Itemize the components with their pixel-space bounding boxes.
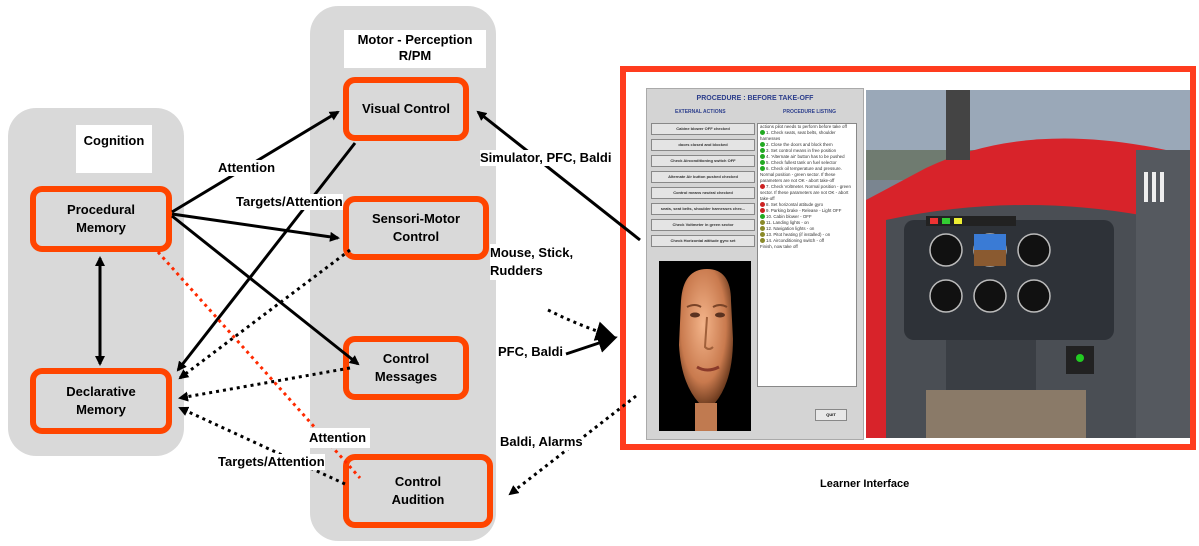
label-baldi-alarms: Baldi, Alarms — [500, 434, 583, 450]
listing-item-text: 6. Check oil temperature and pressure. — [766, 166, 842, 171]
listing-item: 13. Pitot heating (if installed) - on — [758, 232, 856, 238]
learner-interface-frame: PROCEDURE : BEFORE TAKE-OFF EXTERNAL ACT… — [620, 66, 1196, 450]
arrow-visual-to-declarative — [176, 142, 357, 372]
listing-item: 6. Check oil temperature and pressure. — [758, 166, 856, 172]
listing-item-text: actions pilot needs to perform before ta… — [760, 124, 847, 129]
listing-item: 10. Cabin blower - OFF — [758, 214, 856, 220]
listing-item: actions pilot needs to perform before ta… — [758, 124, 856, 130]
external-actions-header: EXTERNAL ACTIONS — [675, 109, 726, 115]
listing-item-text: 12. Navigation lights - on — [766, 226, 815, 231]
arrow-interface-to-visual — [476, 110, 641, 242]
label-targets-attention-top: Targets/Attention — [236, 194, 343, 210]
control-messages-box: Control Messages — [343, 336, 469, 400]
listing-item-text: Normal position - green sector. If these… — [760, 172, 836, 183]
status-dot-icon — [760, 208, 765, 214]
arrow-audition-to-declarative — [178, 406, 346, 486]
listing-item-text: 1. Check seats, seat belts, shoulder har… — [760, 130, 836, 141]
label-mouse-stick-rudders: Mouse, Stick, Rudders — [490, 244, 590, 280]
declarative-memory-box: Declarative Memory — [30, 368, 172, 434]
action-button[interactable]: Check Voltmeter in green sector — [651, 219, 755, 231]
label-targets-attention-bottom: Targets/Attention — [218, 454, 325, 470]
cockpit-view — [866, 90, 1190, 438]
label-simulator-pfc-baldi: Simulator, PFC, Baldi — [480, 150, 612, 166]
listing-item: 12. Navigation lights - on — [758, 226, 856, 232]
procedure-panel: PROCEDURE : BEFORE TAKE-OFF EXTERNAL ACT… — [646, 88, 864, 440]
listing-item: 8. Set horizontal attitude gyro — [758, 202, 856, 208]
listing-item: 1. Check seats, seat belts, shoulder har… — [758, 130, 856, 142]
quit-button[interactable]: QUIT — [815, 409, 847, 421]
action-button[interactable]: Cabine blower OFF checked — [651, 123, 755, 135]
visual-control-label: Visual Control — [362, 101, 450, 116]
status-dot-icon — [760, 160, 765, 166]
status-dot-icon — [760, 226, 765, 232]
procedural-memory-label: Procedural Memory — [67, 202, 135, 235]
arrow-procedural-to-messages — [171, 214, 360, 366]
status-dot-icon — [760, 184, 765, 190]
motor-perception-title: Motor - Perception R/PM — [344, 30, 486, 68]
listing-item-text: 7. Check Voltmeter. Normal position - gr… — [760, 184, 851, 201]
control-messages-label: Control Messages — [374, 351, 438, 384]
listing-item-text: Finish, now take off — [760, 244, 798, 249]
baldi-avatar — [659, 261, 751, 431]
listing-item: 4. 'Alternate air' button has to be push… — [758, 154, 856, 160]
label-attention-top: Attention — [218, 160, 276, 176]
status-dot-icon — [760, 166, 765, 172]
arrow-sensori-to-interface — [547, 308, 616, 341]
control-audition-label: Control Audition — [391, 474, 445, 507]
label-mouse-stick-rudders-text: Mouse, Stick, Rudders — [490, 245, 574, 278]
listing-item: 9. Parking brake - Release - Light OFF — [758, 208, 856, 214]
status-dot-icon — [760, 202, 765, 208]
status-dot-icon — [760, 154, 765, 160]
listing-item-text: 4. 'Alternate air' button has to be push… — [766, 154, 845, 159]
action-button[interactable]: doors closed and blocked — [651, 139, 755, 151]
listing-item: 2. Close the doors and block them — [758, 142, 856, 148]
label-pfc-baldi: PFC, Baldi — [498, 344, 564, 360]
arrow-messages-to-interface — [565, 333, 618, 356]
visual-control-box: Visual Control — [343, 77, 469, 141]
listing-item-text: 14. Airconditioning switch - off — [766, 238, 825, 243]
action-button[interactable]: seats, seat belts, shoulder harnesses ch… — [651, 203, 755, 215]
listing-item-text: 9. Parking brake - Release - Light OFF — [766, 208, 842, 213]
status-dot-icon — [760, 148, 765, 154]
sensori-motor-control-box: Sensori-Motor Control — [343, 196, 489, 260]
listing-item: 5. Check fullest tank on fuel selector — [758, 160, 856, 166]
procedure-listing[interactable]: actions pilot needs to perform before ta… — [757, 123, 857, 387]
listing-item-text: 5. Check fullest tank on fuel selector — [766, 160, 837, 165]
cognition-title: Cognition — [76, 125, 152, 173]
listing-item: 11. Landing lights - on — [758, 220, 856, 226]
listing-item-text: 11. Landing lights - on — [766, 220, 809, 225]
status-dot-icon — [760, 220, 765, 226]
status-dot-icon — [760, 130, 765, 136]
listing-item: 7. Check Voltmeter. Normal position - gr… — [758, 184, 856, 202]
arrow-sensori-to-declarative — [178, 248, 351, 380]
listing-item: 3. Set control means in free position — [758, 148, 856, 154]
action-button[interactable]: Control means neutral checked — [651, 187, 755, 199]
learner-interface-caption: Learner Interface — [820, 476, 910, 492]
action-button[interactable]: Check Horizontal attitude gyro set — [651, 235, 755, 247]
action-button[interactable]: Alternate Air button pushed checked — [651, 171, 755, 183]
label-attention-bottom: Attention — [305, 428, 371, 448]
listing-item: Normal position - green sector. If these… — [758, 172, 856, 184]
procedural-memory-box: Procedural Memory — [30, 186, 172, 252]
listing-item-text: 8. Set horizontal attitude gyro — [766, 202, 824, 207]
listing-item: Finish, now take off — [758, 244, 856, 250]
status-dot-icon — [760, 232, 765, 238]
status-dot-icon — [760, 214, 765, 220]
arrow-messages-to-declarative — [178, 366, 351, 402]
listing-item-text: 13. Pitot heating (if installed) - on — [766, 232, 831, 237]
arrow-procedural-to-sensori — [171, 212, 340, 242]
procedure-listing-header: PROCEDURE LISTING — [783, 109, 837, 115]
status-dot-icon — [760, 238, 765, 244]
listing-item: 14. Airconditioning switch - off — [758, 238, 856, 244]
status-dot-icon — [760, 142, 765, 148]
sensori-motor-control-label: Sensori-Motor Control — [371, 211, 461, 244]
control-audition-box: Control Audition — [343, 454, 493, 528]
declarative-memory-label: Declarative Memory — [66, 384, 136, 417]
listing-item-text: 3. Set control means in free position — [766, 148, 837, 153]
listing-item-text: 10. Cabin blower - OFF — [766, 214, 812, 219]
procedure-title: PROCEDURE : BEFORE TAKE-OFF — [696, 95, 814, 102]
listing-item-text: 2. Close the doors and block them — [766, 142, 833, 147]
action-button[interactable]: Check Airconditioning switch OFF — [651, 155, 755, 167]
